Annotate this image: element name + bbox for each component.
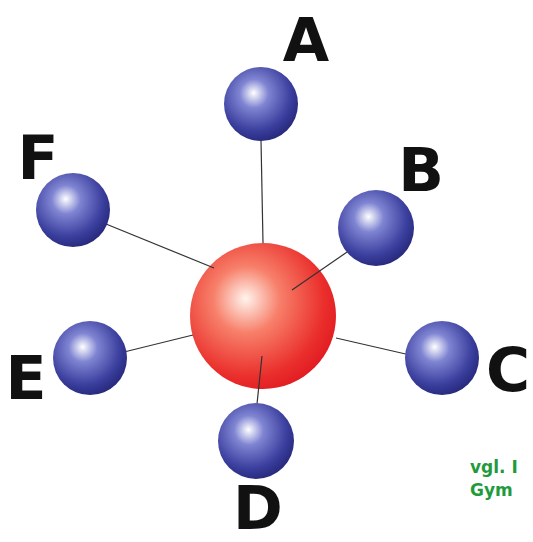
atom-sphere: F xyxy=(36,173,110,247)
bond-line xyxy=(106,224,214,268)
atom-sphere: E xyxy=(53,321,127,395)
atom-letter: B xyxy=(398,140,444,200)
bond-line xyxy=(124,335,193,352)
atom-sphere: D xyxy=(218,403,294,479)
atom-letter: E xyxy=(6,348,47,408)
sphere-outline xyxy=(218,403,294,479)
atom-sphere: A xyxy=(224,67,298,141)
sphere-outline xyxy=(224,67,298,141)
outer-atom xyxy=(338,190,414,266)
bond-line xyxy=(336,338,410,355)
atom-sphere: B xyxy=(338,190,414,266)
sphere-outline xyxy=(53,321,127,395)
atom-letter: D xyxy=(233,478,283,538)
sphere-outline xyxy=(338,190,414,266)
atom-letter: C xyxy=(486,340,530,400)
source-note: vgl. I xyxy=(470,456,518,478)
bond-line xyxy=(257,356,262,404)
outer-atom xyxy=(224,67,298,141)
outer-atom xyxy=(53,321,127,395)
sphere-outline xyxy=(405,321,479,395)
outer-atom xyxy=(218,403,294,479)
bond-line xyxy=(261,140,263,243)
outer-atom xyxy=(405,321,479,395)
bond-lines xyxy=(106,140,410,404)
source-note: Gym xyxy=(470,479,513,501)
bond-line xyxy=(292,250,350,290)
atom-sphere: C xyxy=(405,321,479,395)
atom-letter: F xyxy=(18,128,59,188)
central-atom xyxy=(190,243,336,389)
atom-letter: A xyxy=(283,10,329,70)
